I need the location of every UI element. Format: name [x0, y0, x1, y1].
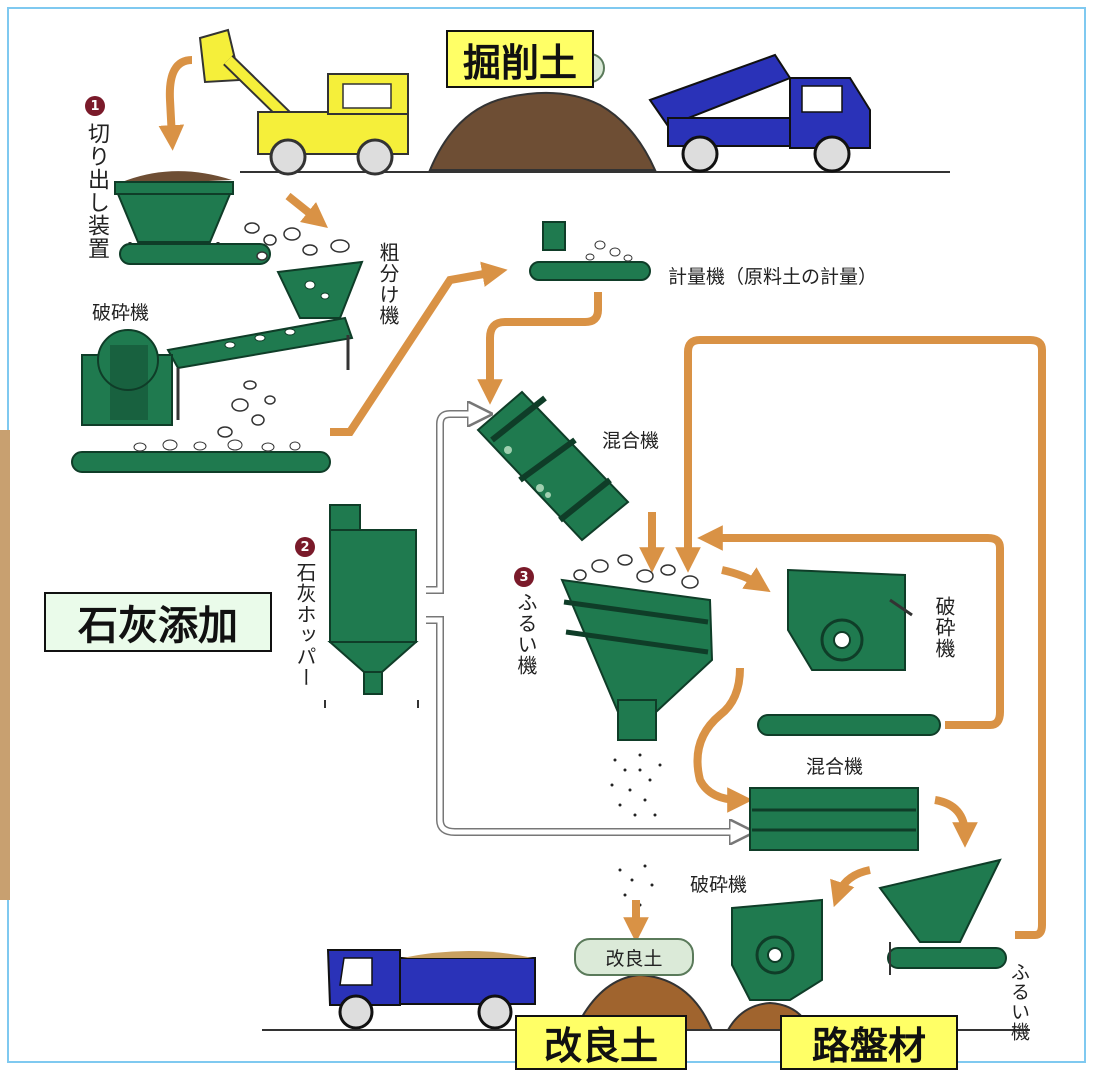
background-photo-edge: [0, 430, 10, 900]
rough-sorter-label: 粗分け機: [376, 242, 400, 326]
sorter-icon: [166, 260, 364, 420]
fines-stream: [610, 753, 662, 907]
roadbed-material-label: 路盤材: [780, 1015, 958, 1070]
dump-truck-icon-2: [326, 949, 536, 1030]
hopper-icon: [324, 504, 419, 708]
weigher-label: 計量機（原料土の計量）: [668, 266, 878, 288]
improved-soil-pill: 改良土: [574, 938, 694, 976]
mixer-2-label: 混合機: [806, 756, 864, 778]
screen-1-label: ふるい機: [514, 592, 538, 676]
step-badge-2: 2: [295, 537, 315, 557]
crusher-3-label: 破砕機: [690, 874, 748, 896]
cutting-device-icon: [114, 171, 271, 265]
lime-hopper-label: 石灰ホッパー: [293, 562, 317, 688]
wheel-loader-icon: [198, 28, 409, 176]
step-badge-1: 1: [85, 96, 105, 116]
lime-addition-label: 石灰添加: [44, 592, 272, 652]
soil-pile-icon: [428, 91, 657, 171]
crusher-icon: [81, 329, 173, 426]
mixer-icon-2: [749, 787, 919, 851]
rocks: [244, 222, 350, 261]
cutting-device-label: 切り出し装置: [84, 122, 109, 260]
weigher-icon: [529, 221, 651, 281]
step-badge-3: 3: [514, 567, 534, 587]
flow-arrow-icon: [158, 56, 193, 151]
screen-icon: [560, 578, 714, 741]
crusher-2-label: 破砕機: [932, 596, 956, 659]
improved-soil-label: 改良土: [515, 1015, 687, 1070]
crusher-icon-3: [731, 898, 823, 1001]
screen-2-label: ふるい機: [1008, 962, 1030, 1042]
mixer-icon: [476, 390, 630, 542]
excavated-soil-label: 掘削土: [446, 30, 594, 88]
crusher-icon-2: [787, 568, 913, 671]
dump-truck-icon: [648, 53, 871, 173]
conveyor-icon: [71, 451, 331, 473]
conveyor-icon-2: [757, 714, 941, 736]
crusher-1-label: 破砕機: [92, 302, 150, 324]
mixer-1-label: 混合機: [602, 430, 660, 452]
screen-icon-2: [878, 858, 1007, 975]
